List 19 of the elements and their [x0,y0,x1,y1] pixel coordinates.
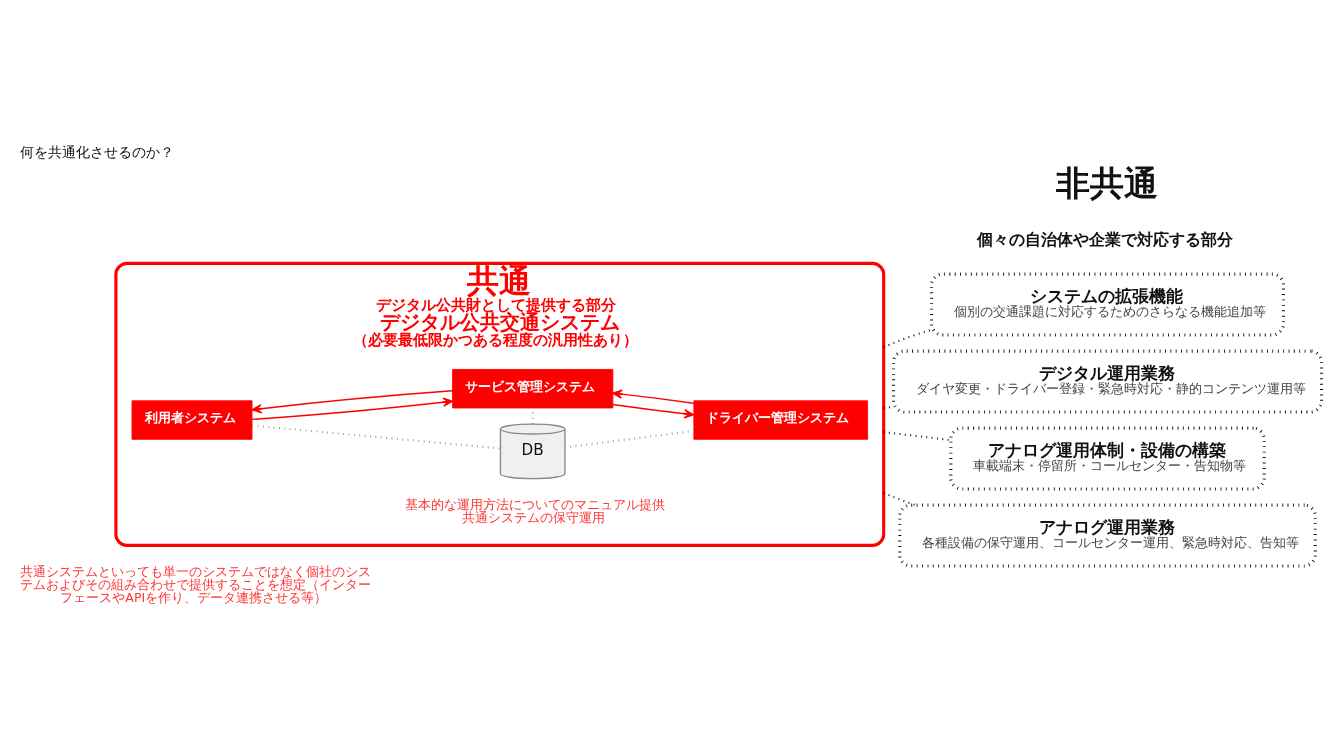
connector [252,423,501,450]
diagram-title: 何を共通化させるのか？ [19,143,174,160]
connector [564,429,694,448]
arrow [251,397,454,420]
node-box: サービス管理システム [452,368,614,408]
arrow [251,389,454,413]
label: 個々の自治体や企業で対応する部分 [976,229,1233,249]
node-box: アナログ運用体制・設備の構築 車載端末・停留所・コールセンター・告知物等 [949,426,1266,491]
label: 非共通 [1056,162,1159,203]
label: 共通システムといっても単一のシステムではなく個社のシステムおよびその組み合わせで提供することを想定（インターフェースやAPIを作り、データ連携させる等） [19,563,371,605]
connector [883,430,951,441]
connector [883,491,916,506]
arrow [612,388,695,404]
node-box: アナログ運用業務 各種設備の保守運用、コールセンター運用、緊急時対応、告知等 [898,503,1317,568]
node-box: ドライバー管理システム [693,399,869,440]
node-box: 利用者システム [131,399,253,440]
arrow [612,403,695,419]
node-box: デジタル運用業務 ダイヤ変更・ドライバー登録・緊急時対応・静的コンテンツ運用等 [891,349,1324,414]
node-box: システムの拡張機能 個別の交通課題に対応するためのさらなる機能追加等 [930,272,1286,337]
